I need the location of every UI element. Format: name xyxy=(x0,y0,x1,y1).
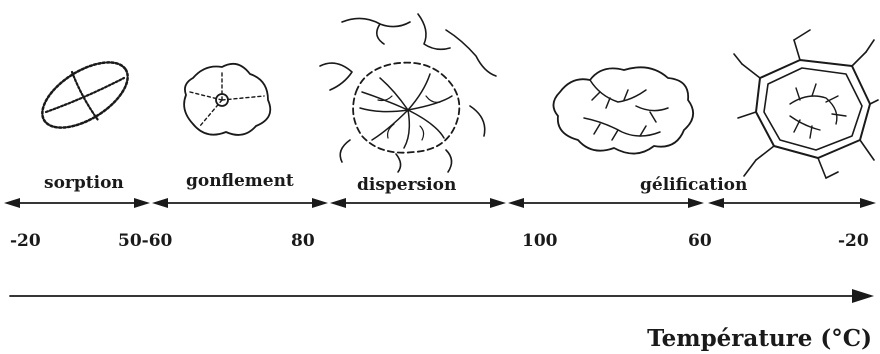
arrow-head-right-icon xyxy=(490,198,506,208)
arrow-head-left-icon xyxy=(152,198,168,208)
range-arrows xyxy=(4,198,876,208)
arrow-head-right-icon xyxy=(312,198,328,208)
tick-label: 80 xyxy=(291,231,315,251)
tick-label: 50-60 xyxy=(118,231,173,251)
tick-label: -20 xyxy=(10,231,41,251)
arrow-head-left-icon xyxy=(330,198,346,208)
phase-label-gelification: gélification xyxy=(640,175,747,195)
gel-mesh-icon xyxy=(734,30,878,178)
tick-label: 60 xyxy=(688,231,712,251)
phase-label-gonflement: gonflement xyxy=(186,171,294,191)
gel-network-icon xyxy=(553,67,693,153)
arrow-head-left-icon xyxy=(4,198,20,208)
dispersed-granule-icon xyxy=(320,14,496,172)
arrow-head-right-icon xyxy=(860,198,876,208)
phase-label-sorption: sorption xyxy=(44,173,124,193)
tick-label: -20 xyxy=(838,231,869,251)
tick-label: 100 xyxy=(522,231,558,251)
swollen-granule-icon xyxy=(184,64,270,135)
arrow-head-left-icon xyxy=(708,198,724,208)
arrow-head-right-icon xyxy=(688,198,704,208)
temperature-axis xyxy=(10,289,874,303)
axis-title: Température (°C) xyxy=(647,325,872,352)
ellipse-granule-icon xyxy=(32,49,139,141)
arrow-head-left-icon xyxy=(508,198,524,208)
arrow-head-right-icon xyxy=(134,198,150,208)
phase-label-dispersion: dispersion xyxy=(357,175,456,195)
axis-arrow-icon xyxy=(852,289,874,303)
